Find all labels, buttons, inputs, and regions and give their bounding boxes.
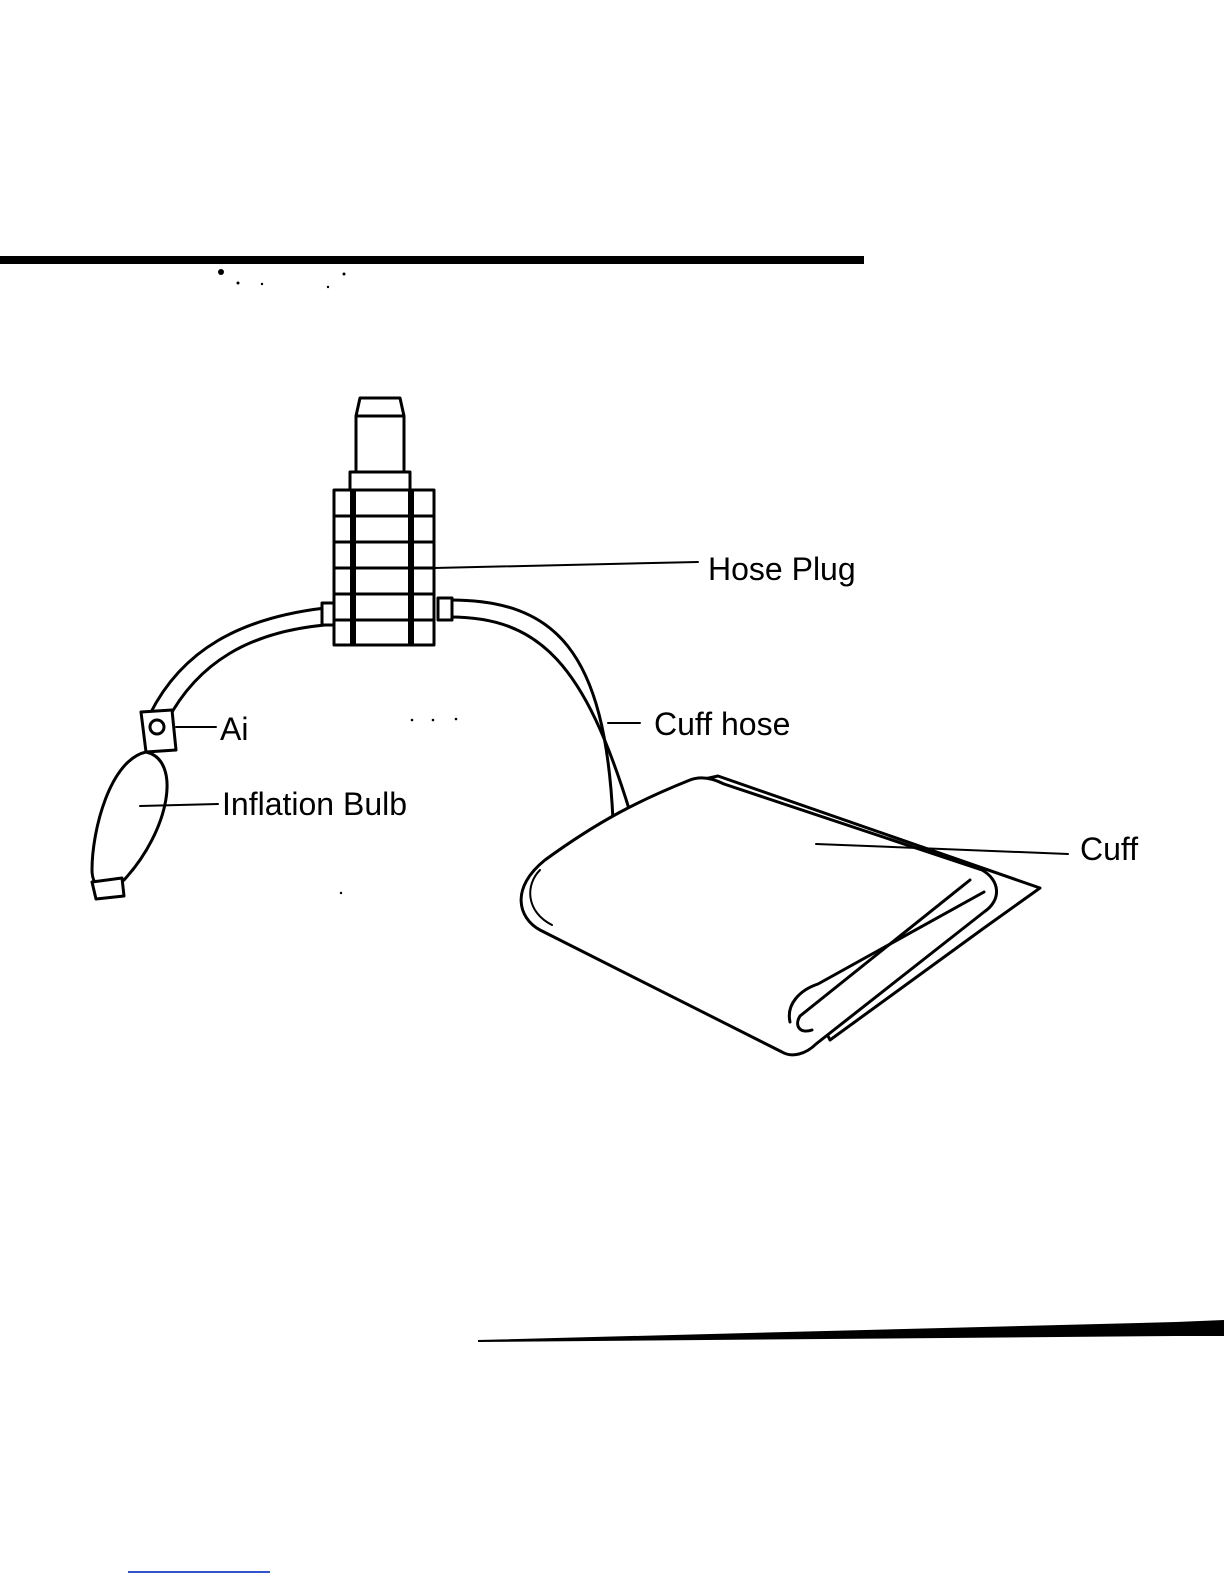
bulb-tube (150, 608, 325, 721)
air-valve (141, 710, 176, 752)
inflation-bulb (92, 752, 167, 899)
label-cuff-hose: Cuff hose (654, 706, 790, 742)
hose-plug-connector (334, 398, 434, 645)
cuff-hose (450, 600, 630, 820)
label-cuff: Cuff (1080, 831, 1138, 867)
bottom-rule (478, 1320, 1224, 1342)
label-inflation-bulb: Inflation Bulb (222, 786, 407, 822)
top-rule (0, 256, 864, 264)
label-hose-plug: Hose Plug (708, 551, 856, 587)
label-air-valve: Ai (220, 711, 248, 747)
cuff (521, 776, 1040, 1055)
